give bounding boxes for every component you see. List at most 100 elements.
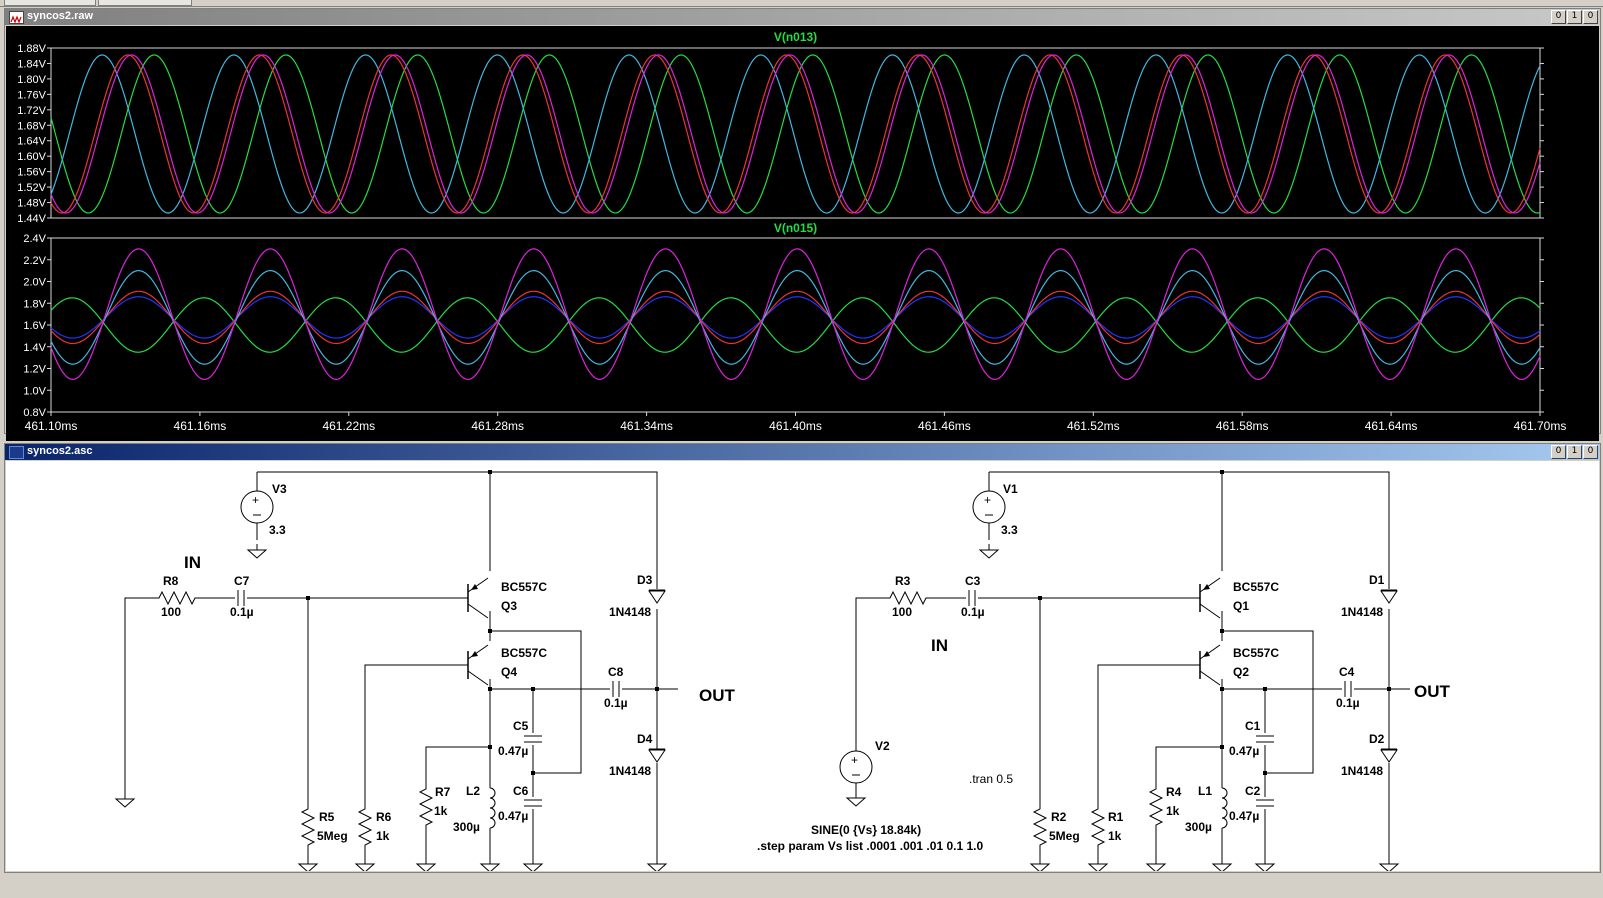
l1-ref: L1 [1198, 784, 1212, 798]
waveform-trace[interactable] [50, 290, 1541, 345]
q1-model: BC557C [1233, 580, 1279, 594]
plot-frame [50, 47, 1541, 219]
waveform-plots[interactable]: V(n013)1.88V1.84V1.80V1.76V1.72V1.68V1.6… [6, 26, 1599, 441]
y-tick-label: 1.44V [17, 213, 46, 225]
r3-ref: R3 [895, 574, 911, 588]
c3-value: 0.1µ [961, 605, 985, 619]
plot-title[interactable]: V(n013) [774, 30, 817, 44]
y-tick-label: 1.80V [17, 74, 46, 86]
c7-value: 0.1µ [230, 605, 254, 619]
right-circuit [855, 471, 1410, 858]
c2-value: 0.47µ [1229, 809, 1259, 823]
q2-ref: Q2 [1233, 665, 1249, 679]
v1-ref: V1 [1003, 482, 1018, 496]
c6-value: 0.47µ [498, 809, 528, 823]
y-tick-label: 1.72V [17, 105, 46, 117]
q3-ref: Q3 [501, 599, 517, 613]
r2-ref: R2 [1051, 810, 1067, 824]
r5-value: 5Meg [317, 829, 348, 843]
y-tick-label: 0.8V [23, 407, 46, 419]
c7-ref: C7 [234, 574, 250, 588]
schematic-window-titlebar[interactable]: syncos2.asc 0 1 0 [5, 444, 1600, 460]
v1-value: 3.3 [1001, 523, 1018, 537]
r8-value: 100 [161, 605, 181, 619]
y-tick-label: 1.56V [17, 167, 46, 179]
l1-value: 300µ [1185, 820, 1212, 834]
c3-ref: C3 [965, 574, 981, 588]
r4-ref: R4 [1166, 785, 1182, 799]
x-tick-label: 461.64ms [1365, 419, 1418, 433]
tran-directive[interactable]: .tran 0.5 [969, 772, 1013, 786]
waveform-trace[interactable] [50, 54, 1541, 214]
left-out-label: OUT [699, 686, 736, 705]
v3-value: 3.3 [269, 523, 286, 537]
d2-value: 1N4148 [1341, 764, 1383, 778]
r3-value: 100 [892, 605, 912, 619]
sine-directive[interactable]: SINE(0 {Vs} 18.84k) [811, 823, 921, 837]
v2-ref: V2 [875, 739, 890, 753]
d2-ref: D2 [1369, 732, 1385, 746]
maximize-button[interactable]: 1 [1567, 10, 1582, 24]
schematic-canvas[interactable]: + + [6, 461, 1599, 873]
top-tab-strip [0, 0, 1603, 7]
y-tick-label: 1.84V [17, 58, 46, 70]
left-circuit-symbols [115, 470, 667, 873]
step-directive[interactable]: .step param Vs list .0001 .001 .01 0.1 1… [757, 839, 983, 853]
y-tick-label: 1.88V [17, 43, 46, 55]
c4-ref: C4 [1339, 665, 1355, 679]
y-tick-label: 1.52V [17, 182, 46, 194]
y-tick-label: 2.2V [23, 255, 46, 267]
y-tick-label: 1.48V [17, 198, 46, 210]
d1-value: 1N4148 [1341, 605, 1383, 619]
x-tick-label: 461.28ms [471, 419, 524, 433]
waveform-trace[interactable] [50, 54, 1541, 214]
waveform-trace[interactable] [50, 248, 1541, 380]
restore-button[interactable]: 0 [1583, 10, 1598, 24]
y-tick-label: 2.4V [23, 233, 46, 245]
right-circuit-symbols [839, 470, 1399, 873]
c5-value: 0.47µ [498, 744, 528, 758]
c1-ref: C1 [1245, 719, 1261, 733]
plot-frame [50, 237, 1541, 413]
minimize-button[interactable]: 0 [1551, 445, 1566, 459]
schematic-window-title: syncos2.asc [27, 445, 93, 457]
schematic-drawing[interactable]: + + [6, 461, 1599, 873]
d3-ref: D3 [637, 573, 653, 587]
minimize-button[interactable]: 0 [1551, 10, 1566, 24]
r2-value: 5Meg [1049, 829, 1080, 843]
x-tick-label: 461.16ms [174, 419, 227, 433]
plot-window-title: syncos2.raw [27, 10, 94, 22]
plot-title[interactable]: V(n015) [774, 221, 817, 235]
schematic-window: syncos2.asc 0 1 0 + + [4, 443, 1601, 873]
r6-ref: R6 [376, 810, 392, 824]
y-tick-label: 1.64V [17, 136, 46, 148]
waveform-trace[interactable] [50, 54, 1541, 214]
x-tick-label: 461.34ms [620, 419, 673, 433]
left-in-label: IN [184, 553, 201, 572]
y-tick-label: 1.60V [17, 151, 46, 163]
right-in-label: IN [931, 636, 948, 655]
d3-value: 1N4148 [609, 605, 651, 619]
waveform-trace[interactable] [50, 296, 1541, 339]
waveform-trace[interactable] [50, 270, 1541, 365]
r5-ref: R5 [319, 810, 335, 824]
maximize-button[interactable]: 1 [1567, 445, 1582, 459]
tab-previous[interactable] [4, 0, 96, 6]
plot-window-titlebar[interactable]: syncos2.raw 0 1 0 [5, 9, 1600, 25]
c8-ref: C8 [608, 665, 624, 679]
waveform-trace[interactable] [50, 297, 1541, 353]
waveform-trace[interactable] [50, 54, 1541, 214]
left-circuit [124, 471, 678, 858]
d1-ref: D1 [1369, 573, 1385, 587]
d4-value: 1N4148 [609, 764, 651, 778]
r1-value: 1k [1108, 829, 1122, 843]
restore-button[interactable]: 0 [1583, 445, 1598, 459]
x-tick-label: 461.58ms [1216, 419, 1269, 433]
r7-value: 1k [434, 804, 448, 818]
tab-previous-2[interactable] [98, 0, 192, 6]
q4-model: BC557C [501, 646, 547, 660]
r8-ref: R8 [163, 574, 179, 588]
c1-value: 0.47µ [1229, 744, 1259, 758]
r1-ref: R1 [1108, 810, 1124, 824]
